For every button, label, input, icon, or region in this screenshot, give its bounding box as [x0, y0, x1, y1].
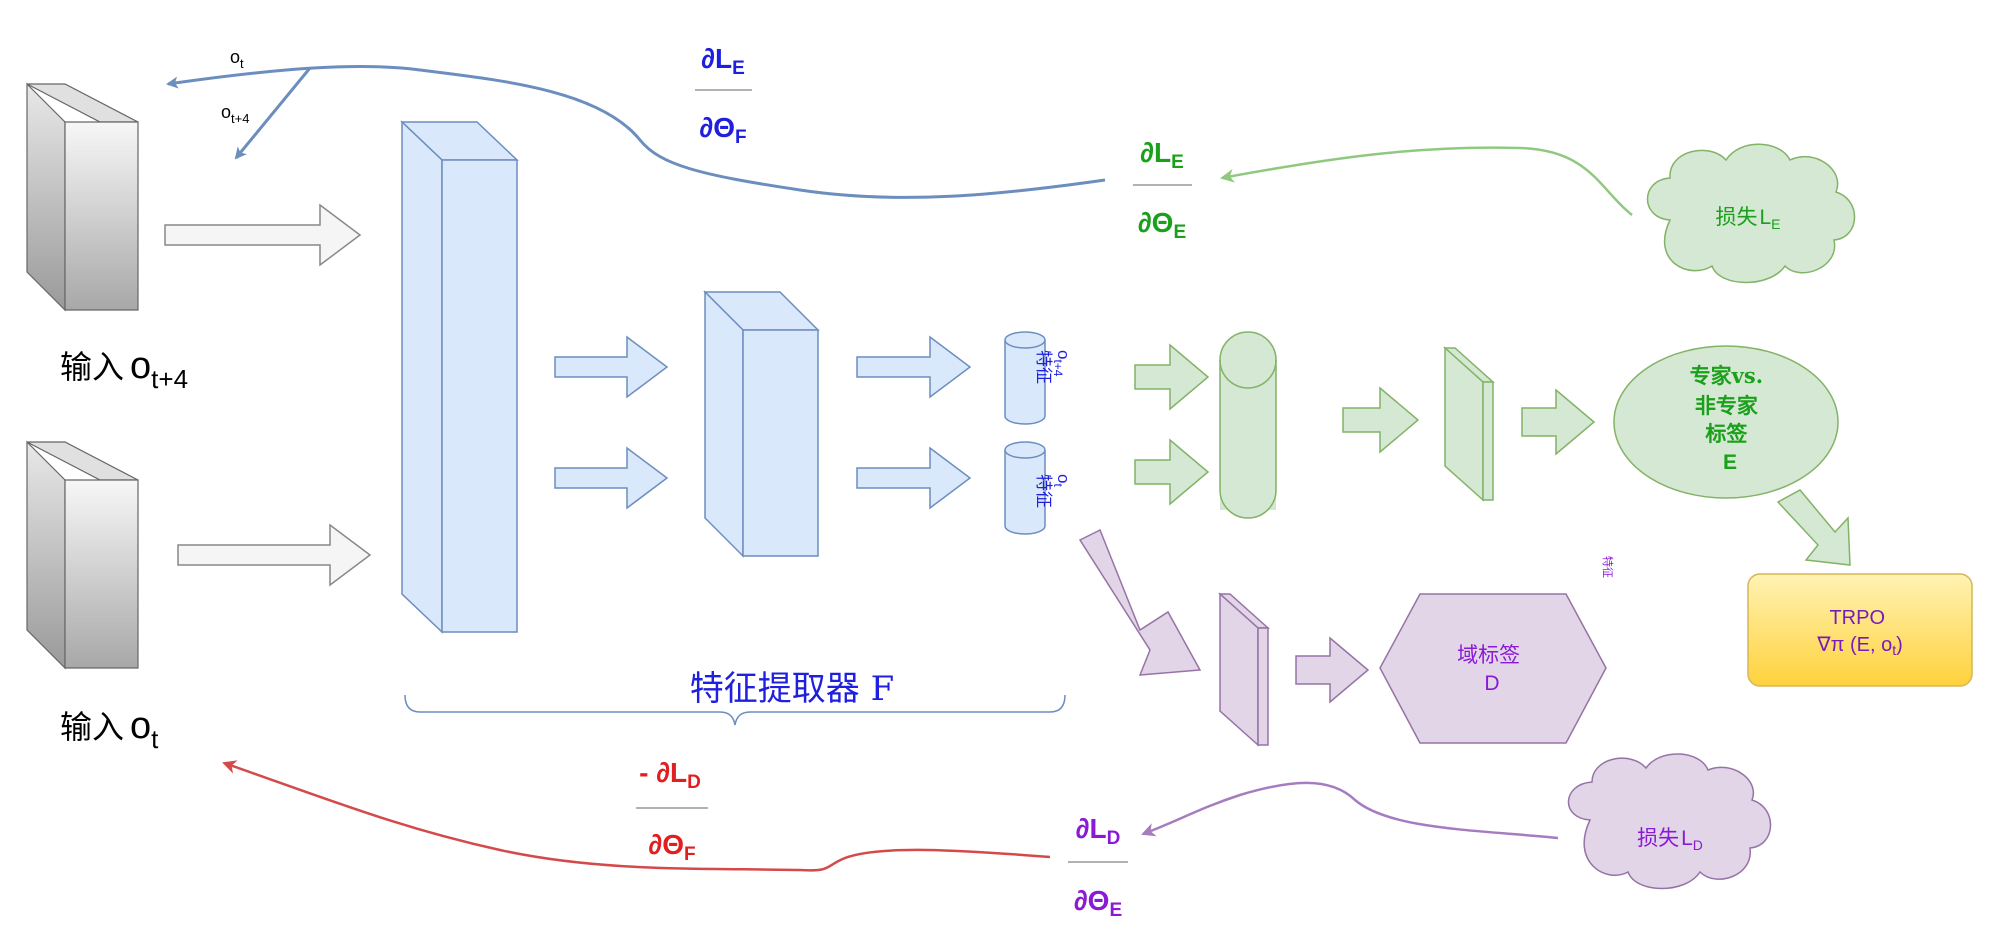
svg-text:ot+4: ot+4 [1051, 350, 1073, 377]
feature-label-top: ot+4 特征 [1033, 350, 1073, 384]
arrow-expert-to-trpo [1776, 489, 1851, 566]
loss-e-cloud [1646, 143, 1856, 284]
loss-d-label: 损失LD [1637, 826, 1703, 853]
arrow-purple-diagonal [1078, 528, 1202, 676]
input-arrow-top [164, 203, 362, 267]
svg-text:∂ΘF: ∂ΘF [699, 112, 746, 148]
grad-bottom-fraction: - ∂LD ∂ΘF [636, 757, 708, 865]
arrow-label-ot: ot [230, 47, 244, 71]
svg-text:ot: ot [1051, 474, 1073, 487]
input-cube-bottom [26, 440, 139, 670]
feature-extractor-brace [404, 694, 1066, 726]
trpo-text: TRPO ∇π (E, ot) [1816, 607, 1903, 658]
feature-cylinder-top [1004, 331, 1046, 425]
arrow-green-bottom [1134, 438, 1210, 506]
tiny-feature-label: 特征 [1601, 556, 1615, 578]
arrow-block2-top [856, 335, 972, 399]
arrow-green-top [1134, 343, 1210, 411]
arrow-block1-bottom [554, 446, 669, 510]
arrow-green-mid [1342, 386, 1420, 454]
green-layer [1443, 346, 1495, 502]
purple-layer [1218, 592, 1270, 747]
arrow-block2-bottom [856, 446, 972, 510]
grad-d-arrow [1141, 781, 1559, 840]
feature-cylinder-bottom [1004, 441, 1046, 535]
grad-d-fraction: ∂LD ∂ΘE [1068, 813, 1128, 921]
grad-e-arrow [1220, 146, 1633, 216]
arrow-green-to-expert [1521, 388, 1596, 456]
grad-top-branch-arrow [234, 67, 312, 160]
feature-extractor-block-2 [703, 290, 820, 558]
input-cube-top [26, 82, 139, 312]
grad-top-fraction: ∂LE ∂ΘF [695, 43, 752, 148]
svg-text:∂ΘE: ∂ΘE [1074, 885, 1122, 921]
svg-text:∂LE: ∂LE [1140, 137, 1184, 173]
svg-text:- ∂LD: - ∂LD [639, 757, 701, 793]
arrow-purple-to-domain [1295, 636, 1370, 704]
feature-label-bottom: ot 特征 [1033, 474, 1073, 508]
grad-e-fraction: ∂LE ∂ΘE [1133, 137, 1192, 243]
arrow-block1-top [554, 335, 669, 399]
trpo-box [1747, 573, 1973, 687]
expert-label-ellipse [1613, 345, 1839, 499]
domain-label-hexagon [1379, 593, 1607, 744]
domain-label-text: 域标签 D [1457, 643, 1527, 695]
input-arrow-bottom [177, 523, 372, 587]
svg-text:特征: 特征 [1033, 350, 1053, 384]
svg-text:∂LD: ∂LD [1076, 813, 1121, 849]
feature-extractor-block-1 [400, 120, 519, 634]
grad-bottom-arrow [222, 760, 1051, 872]
expert-label-text: 专家vs. 非专家 标签 E [1690, 363, 1771, 474]
arrow-label-ot4: ot+4 [221, 102, 249, 126]
svg-text:∂ΘF: ∂ΘF [648, 829, 695, 865]
grad-top-arrow [166, 64, 1106, 199]
svg-text:∂LE: ∂LE [701, 43, 745, 79]
loss-e-label: 损失LE [1715, 205, 1780, 232]
loss-d-cloud [1567, 753, 1772, 890]
svg-text:∂ΘE: ∂ΘE [1138, 207, 1186, 243]
feature-extractor-label: 特征提取器 F [690, 669, 894, 709]
green-cylinder [1219, 331, 1277, 519]
svg-text:特征: 特征 [1033, 474, 1053, 508]
